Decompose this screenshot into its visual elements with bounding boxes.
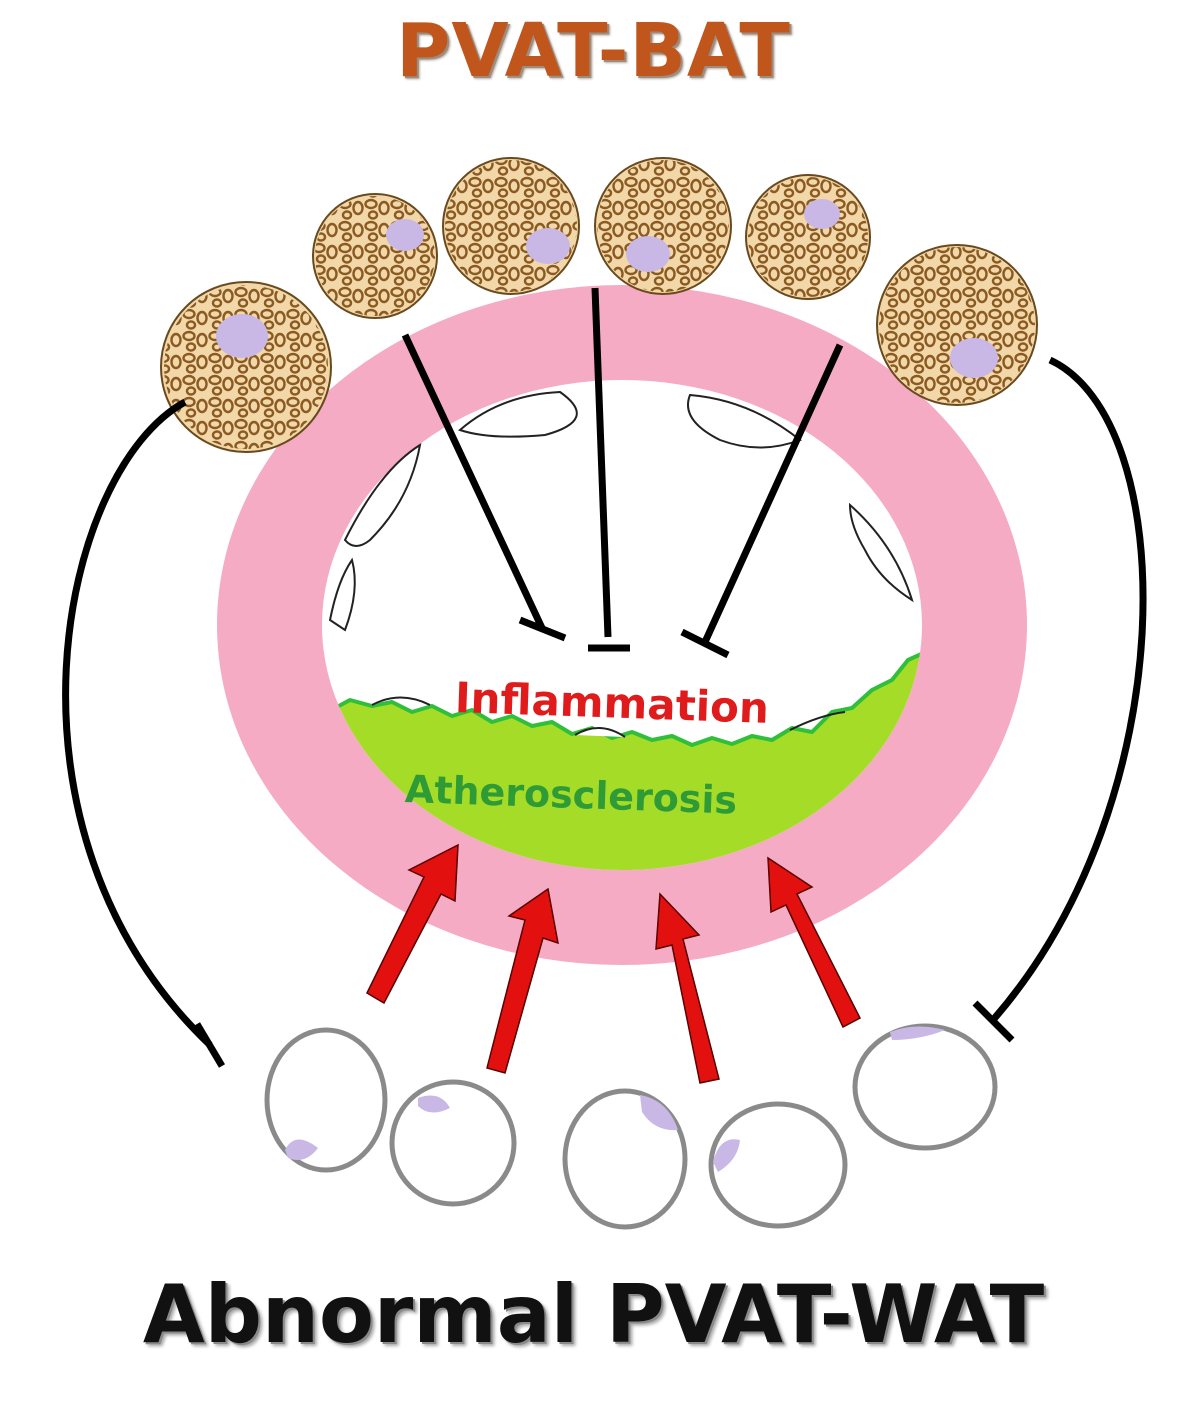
bat-cell <box>594 157 732 295</box>
endothelial-lining <box>328 390 914 632</box>
nucleus <box>216 314 268 358</box>
inhibit-lines <box>62 287 1147 1068</box>
bat-cell <box>442 157 580 295</box>
wat-cell <box>562 1088 688 1230</box>
nucleus <box>626 236 670 272</box>
nucleus <box>804 199 840 229</box>
bat-cell <box>312 193 438 319</box>
pvat-bat-title: PVAT-BAT <box>396 8 791 94</box>
promote-arrow <box>366 843 459 1005</box>
wat-cell <box>389 1079 517 1207</box>
abnormal-pvat-wat-title: Abnormal PVAT-WAT <box>142 1268 1045 1361</box>
promote-arrow <box>486 887 559 1074</box>
wat-cell <box>852 1023 998 1151</box>
bat-cell <box>876 244 1038 406</box>
promote-arrows <box>366 843 862 1084</box>
promote-arrow <box>655 892 720 1084</box>
wat-cell <box>264 1027 388 1173</box>
nucleus <box>386 219 424 251</box>
bat-cell <box>160 281 332 453</box>
nucleus <box>950 338 998 378</box>
bat-cell <box>745 174 871 300</box>
promote-arrow <box>767 856 862 1029</box>
wat-cell <box>708 1101 848 1229</box>
nucleus <box>526 228 570 264</box>
